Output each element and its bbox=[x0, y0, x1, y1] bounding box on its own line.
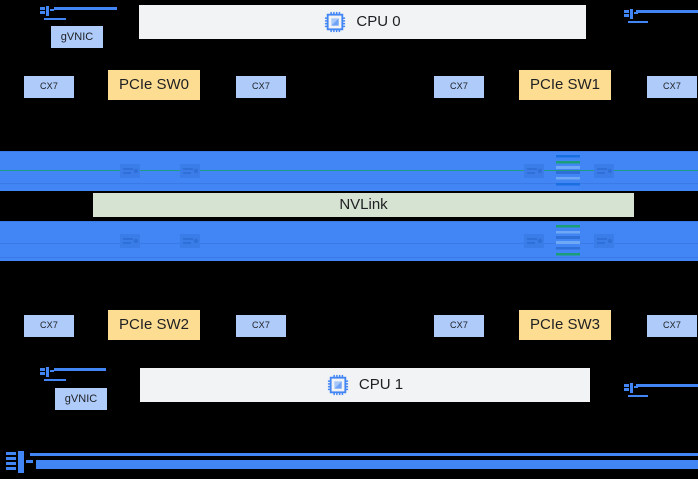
pcie-sw1-box[interactable]: PCIe SW1 bbox=[519, 70, 611, 100]
pcie-sw3-box[interactable]: PCIe SW3 bbox=[519, 310, 611, 340]
cx7-0-box[interactable]: CX7 bbox=[24, 76, 74, 98]
cx7-3-box[interactable]: CX7 bbox=[647, 76, 697, 98]
gpu-icon bbox=[178, 229, 202, 253]
nic-bottom-right-connector bbox=[636, 384, 698, 387]
nic-bottom-right-icon bbox=[624, 382, 640, 396]
cx7-7-box[interactable]: CX7 bbox=[647, 315, 697, 337]
nic-connector-line bbox=[54, 368, 106, 371]
cx7-3-label: CX7 bbox=[662, 81, 682, 92]
gvnic-0-box[interactable]: gVNIC bbox=[51, 26, 103, 48]
cx7-1-box[interactable]: CX7 bbox=[236, 76, 286, 98]
cpu-chip-icon bbox=[327, 374, 349, 396]
cpu-0-label: CPU 0 bbox=[356, 12, 401, 30]
gpu-icon bbox=[522, 229, 546, 253]
cx7-4-label: CX7 bbox=[39, 320, 59, 331]
cx7-1-label: CX7 bbox=[251, 81, 271, 92]
nic-icon bbox=[40, 366, 56, 380]
nic-icon bbox=[40, 5, 56, 19]
pcie-sw2-box[interactable]: PCIe SW2 bbox=[108, 310, 200, 340]
gpu-icon bbox=[118, 229, 142, 253]
gpu-icon bbox=[592, 159, 616, 183]
nic-top-right-icon bbox=[624, 8, 640, 22]
cx7-2-label: CX7 bbox=[449, 81, 469, 92]
nic-connector-line-2 bbox=[44, 379, 66, 381]
cx7-4-box[interactable]: CX7 bbox=[24, 315, 74, 337]
gvnic-1-label: gVNIC bbox=[64, 392, 98, 405]
nic-top-right-connector-2 bbox=[628, 21, 648, 23]
nvlink-box[interactable]: NVLink bbox=[93, 193, 634, 217]
cpu-1-label: CPU 1 bbox=[358, 375, 404, 393]
nic-connector-line-2 bbox=[44, 18, 66, 20]
gpu-band-bottom[interactable] bbox=[0, 221, 698, 261]
gpu-icon bbox=[522, 159, 546, 183]
cx7-2-box[interactable]: CX7 bbox=[434, 76, 484, 98]
network-fabric-bar[interactable] bbox=[36, 460, 698, 469]
gpu-icon bbox=[553, 153, 583, 189]
gpu-icon bbox=[178, 159, 202, 183]
cx7-5-label: CX7 bbox=[251, 320, 271, 331]
network-icon bbox=[4, 450, 34, 476]
nvlink-label: NVLink bbox=[339, 195, 388, 213]
pcie-sw0-box[interactable]: PCIe SW0 bbox=[108, 70, 200, 100]
pcie-sw2-label: PCIe SW2 bbox=[118, 315, 190, 333]
gvnic-1-box[interactable]: gVNIC bbox=[55, 388, 107, 410]
pcie-sw3-label: PCIe SW3 bbox=[529, 315, 601, 333]
nic-top-right-connector bbox=[636, 10, 698, 13]
gpu-icon bbox=[118, 159, 142, 183]
gvnic-0-label: gVNIC bbox=[60, 30, 94, 43]
cpu-1-box[interactable]: CPU 1 bbox=[140, 368, 590, 402]
pcie-sw1-label: PCIe SW1 bbox=[529, 75, 601, 93]
network-fabric-top-line bbox=[30, 453, 698, 456]
cx7-6-label: CX7 bbox=[449, 320, 469, 331]
gpu-icon bbox=[553, 223, 583, 259]
nic-connector-line bbox=[54, 7, 117, 10]
gpu-band-top[interactable] bbox=[0, 151, 698, 191]
cx7-5-box[interactable]: CX7 bbox=[236, 315, 286, 337]
nic-bottom-right-connector-2 bbox=[628, 395, 648, 397]
cx7-7-label: CX7 bbox=[662, 320, 682, 331]
cx7-6-box[interactable]: CX7 bbox=[434, 315, 484, 337]
cpu-0-box[interactable]: CPU 0 bbox=[139, 5, 586, 39]
gpu-icon bbox=[592, 229, 616, 253]
pcie-sw0-label: PCIe SW0 bbox=[118, 75, 190, 93]
cx7-0-label: CX7 bbox=[39, 81, 59, 92]
cpu-chip-icon bbox=[324, 11, 346, 33]
